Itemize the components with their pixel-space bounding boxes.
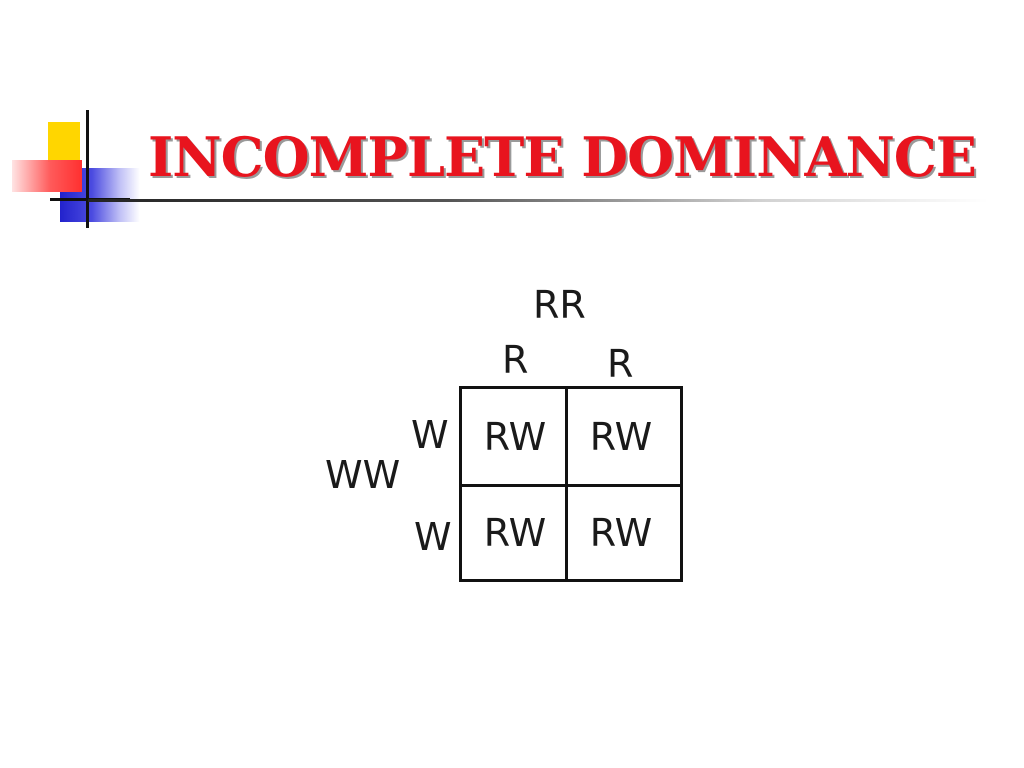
top-allele-2: R bbox=[607, 342, 634, 386]
title-underline-rule bbox=[88, 199, 988, 202]
decorative-logo-blocks bbox=[0, 0, 160, 240]
punnett-cell-r1c1: RW bbox=[483, 415, 547, 459]
top-allele-1: R bbox=[502, 338, 529, 382]
left-allele-1: W bbox=[411, 413, 449, 457]
left-allele-2: W bbox=[414, 515, 452, 559]
vertical-line-decoration bbox=[86, 110, 89, 228]
top-parent-genotype: RR bbox=[533, 283, 586, 327]
slide-title: INCOMPLETE DOMINANCE bbox=[148, 125, 977, 189]
punnett-cell-r1c2: RW bbox=[589, 415, 653, 459]
left-parent-genotype: WW bbox=[325, 453, 401, 497]
punnett-cell-r2c1: RW bbox=[483, 511, 547, 555]
yellow-square-decoration bbox=[48, 122, 80, 162]
punnett-grid-horizontal-divider bbox=[459, 484, 683, 487]
punnett-cell-r2c2: RW bbox=[589, 511, 653, 555]
red-square-decoration bbox=[12, 160, 82, 192]
